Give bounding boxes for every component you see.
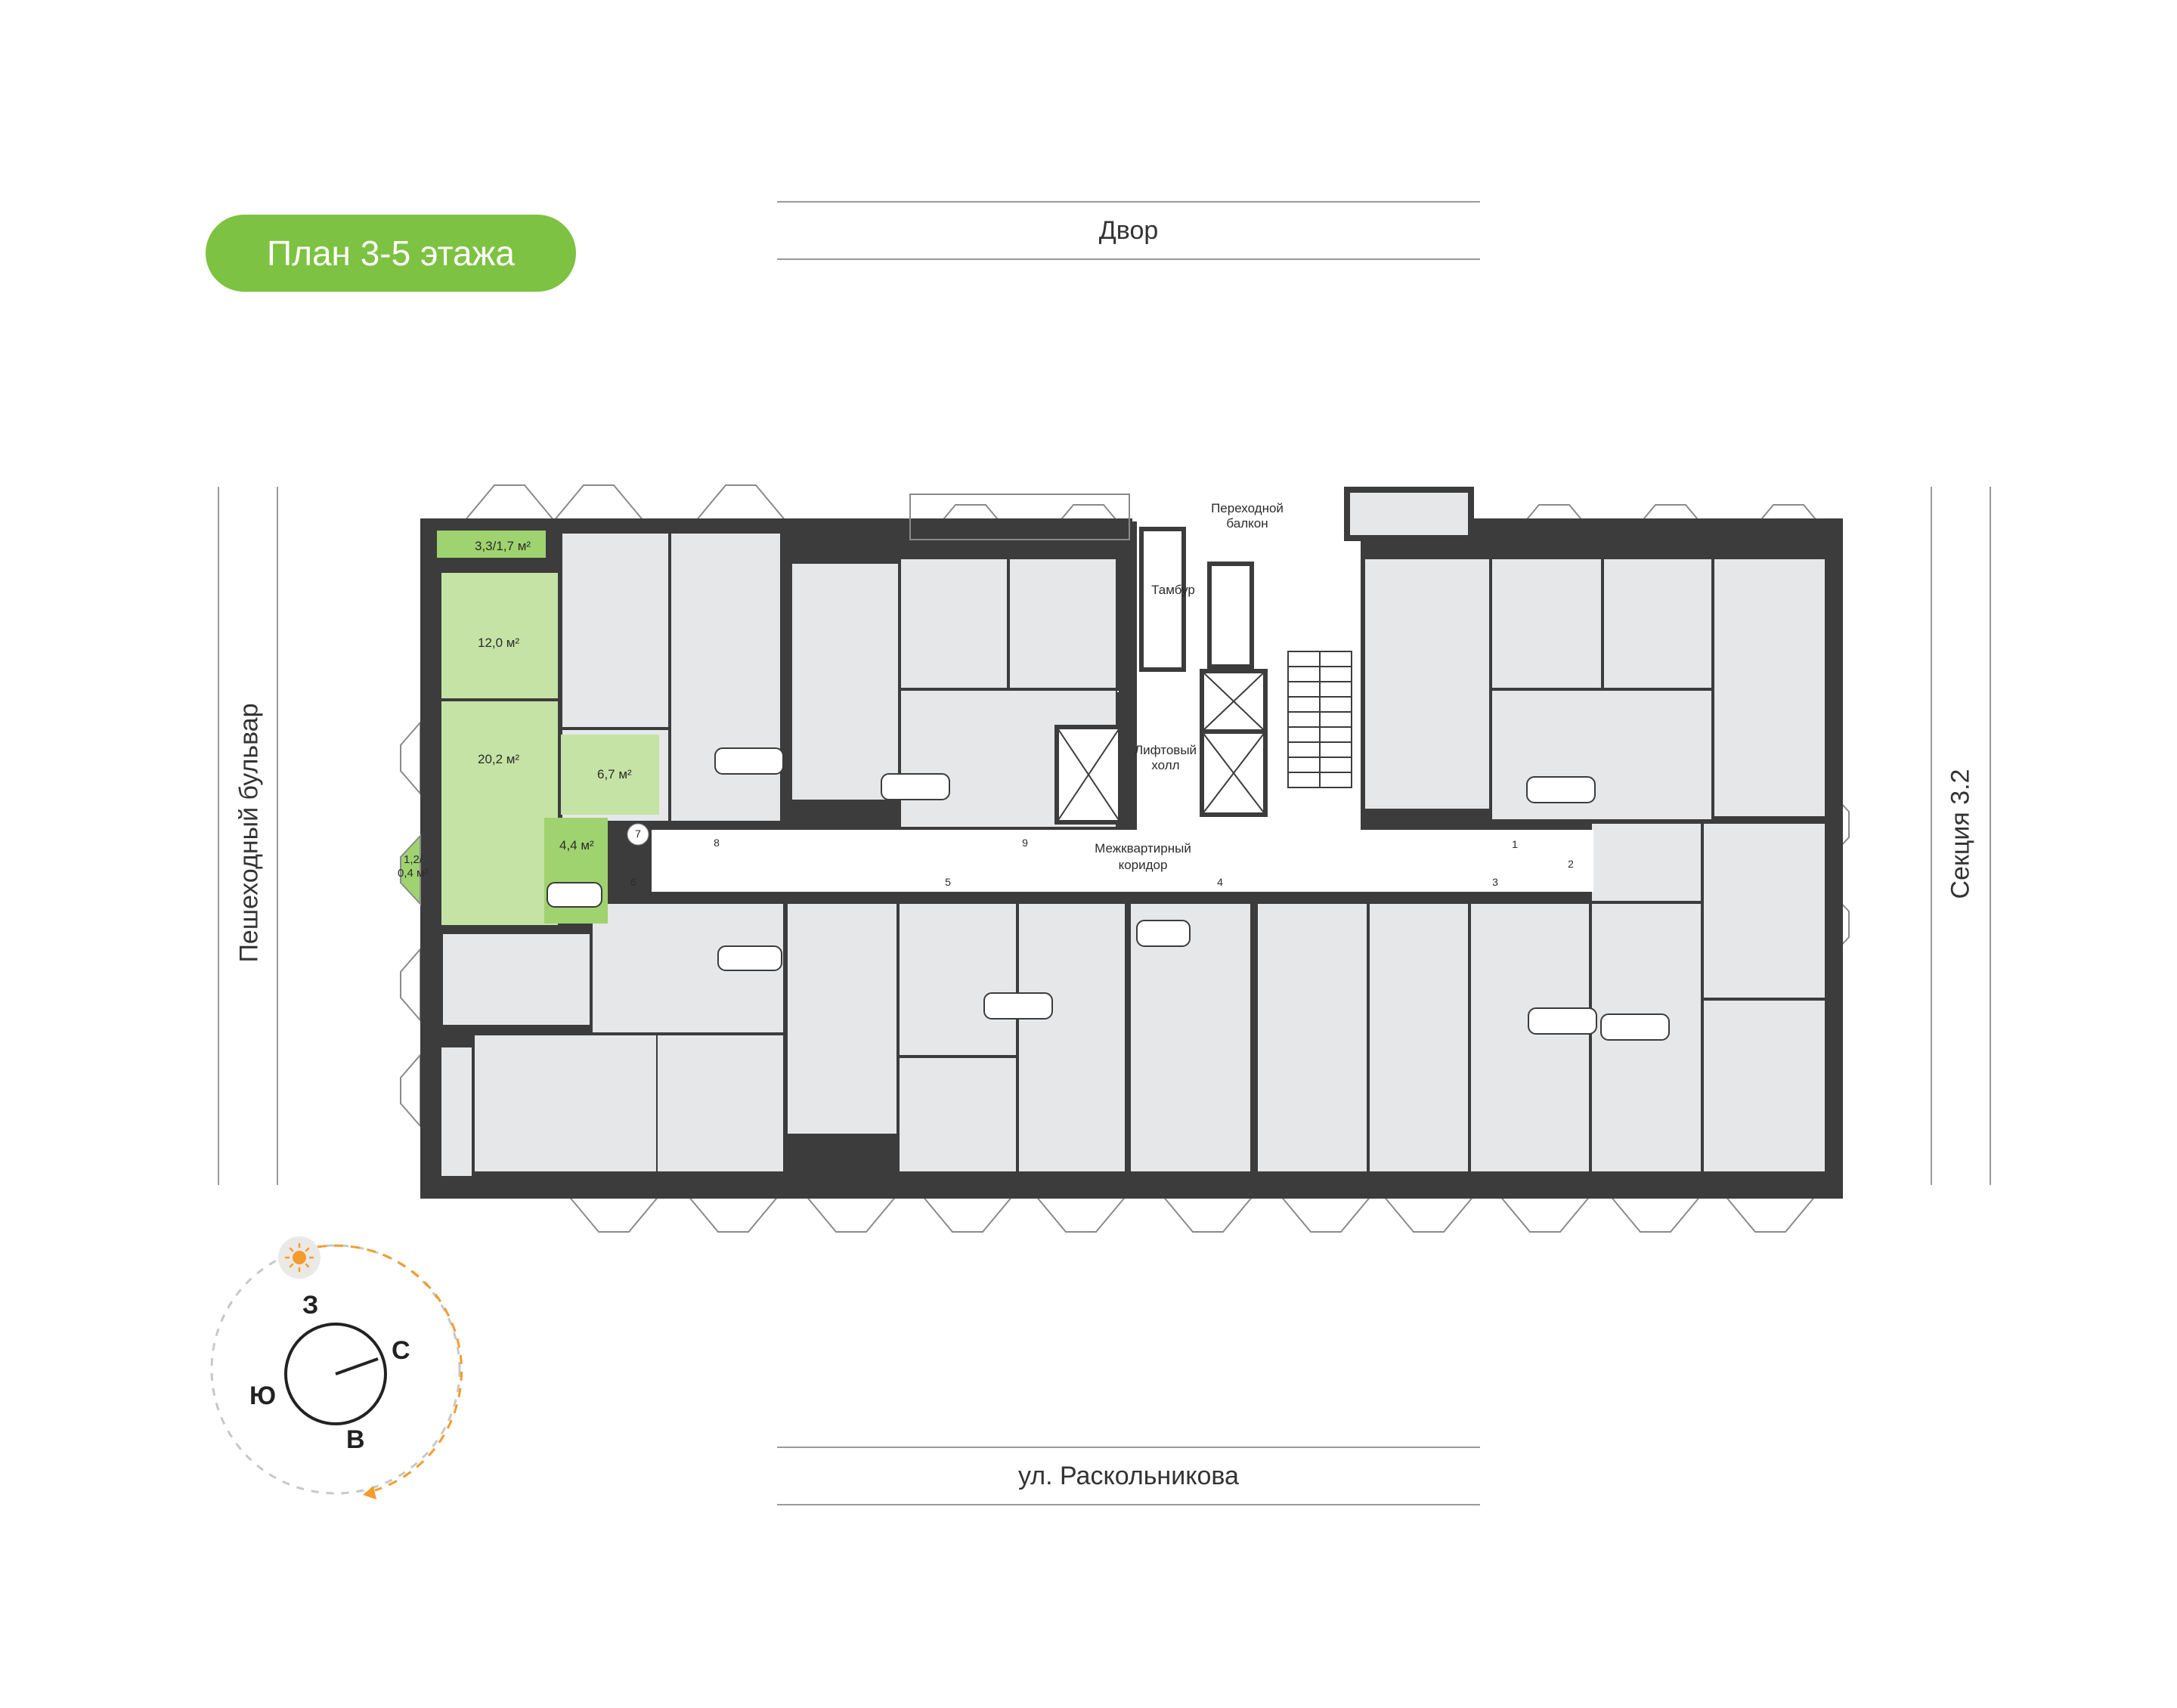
street-top-rule-upper: [777, 201, 1480, 203]
loggia-area-a: 1,2/: [404, 853, 423, 866]
unit-number-8: 8: [714, 837, 720, 849]
bath-fixtures: [547, 747, 1670, 1041]
loggia-area-b: 0,4 м²: [398, 867, 428, 880]
room2-area: 20,2 м²: [478, 752, 519, 766]
vestibule-label: Тамбур: [1151, 583, 1195, 597]
compass-north: С: [392, 1336, 410, 1365]
sun-path-secondary: [210, 1244, 461, 1495]
transfer-balcony-label-a: Переходной: [1211, 501, 1284, 515]
street-left-rule-inner: [277, 487, 278, 1185]
street-top-rule-lower: [777, 258, 1480, 260]
unit-doors: [627, 823, 649, 846]
rooms-bottom-row: [441, 824, 1825, 1176]
unit-number-7: 7: [635, 828, 641, 840]
kitchen-area: 6,7 м²: [597, 767, 632, 781]
unit-number-2: 2: [1568, 858, 1574, 870]
compass-ring: [284, 1323, 387, 1425]
unit-number-5: 5: [945, 876, 951, 888]
plan-labels: 3,3/1,7 м² 12,0 м² 20,2 м² 6,7 м² 4,4 м²…: [398, 501, 1574, 888]
street-bottom-rule-upper: [777, 1447, 1480, 1448]
unit-number-6: 6: [630, 876, 636, 888]
sun-path-arrow: [363, 1486, 376, 1499]
compass-east: В: [346, 1425, 365, 1454]
unit-door-7: [627, 823, 649, 846]
street-bottom-rule-lower: [777, 1504, 1480, 1505]
sun-icon: [293, 1251, 306, 1264]
bay-windows-left: [400, 720, 421, 1128]
plan-title-badge: План 3-5 этажа: [206, 215, 576, 292]
unit-number-3: 3: [1492, 876, 1498, 888]
compass-west: З: [302, 1291, 319, 1320]
compass-south: Ю: [249, 1382, 277, 1410]
corridor-label-b: коридор: [1119, 858, 1168, 872]
unit-number-4: 4: [1217, 876, 1223, 888]
plan-title: План 3-5 этажа: [267, 234, 515, 273]
street-left-rule-outer: [218, 487, 219, 1185]
transfer-balcony-outline: [909, 494, 1130, 540]
street-top-label: Двор: [1098, 216, 1159, 245]
compass-needle: [335, 1357, 379, 1375]
room1-area: 12,0 м²: [478, 636, 519, 650]
bath-area: 4,4 м²: [559, 838, 594, 852]
sun-path: [317, 1244, 463, 1492]
lift-hall-label-b: холл: [1151, 758, 1179, 772]
unit-number-1: 1: [1512, 838, 1518, 850]
bay-windows-bottom: [566, 1195, 1818, 1233]
corridor: [652, 830, 1593, 892]
sun-rays: [284, 1242, 314, 1273]
lift-hall-label-a: Лифтовый: [1135, 743, 1197, 757]
street-right-rule-outer: [1990, 487, 1991, 1185]
staircase: [1287, 651, 1352, 788]
compass: [210, 1236, 463, 1499]
corridor-label-a: Межквартирный: [1095, 841, 1191, 856]
balcony-area: 3,3/1,7 м²: [475, 539, 531, 553]
transfer-balcony-label-b: балкон: [1226, 516, 1268, 531]
street-bottom-label: ул. Раскольникова: [1018, 1462, 1239, 1490]
transfer-balcony: [1132, 484, 1359, 521]
street-right-rule-inner: [1931, 487, 1932, 1185]
unit-number-9: 9: [1022, 837, 1028, 849]
